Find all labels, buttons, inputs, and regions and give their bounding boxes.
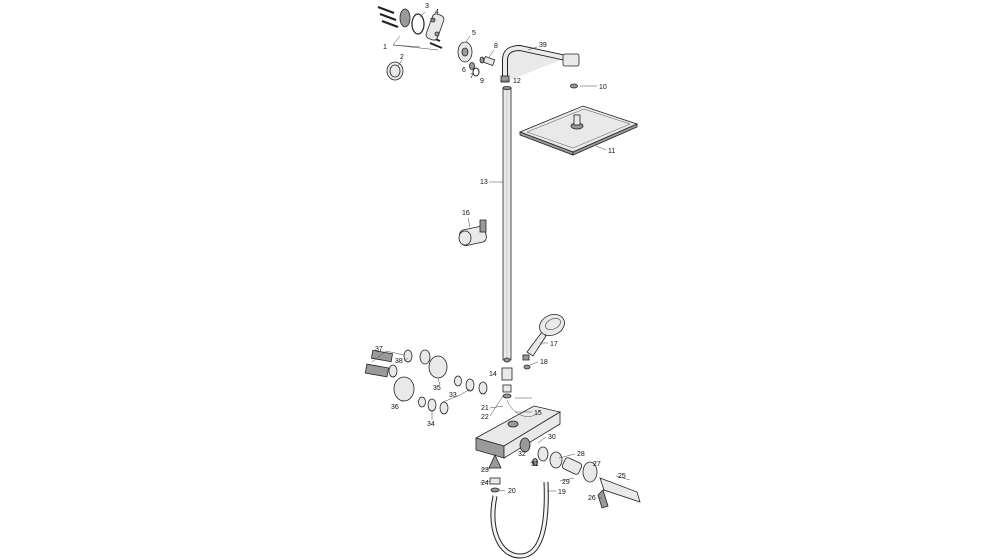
label-39: 39: [539, 42, 547, 49]
pipe-fitting: [482, 55, 496, 67]
small-nut: [469, 62, 475, 70]
label-38: 38: [395, 358, 403, 365]
label-21: 21: [481, 405, 489, 412]
label-19: 19: [558, 489, 566, 496]
label-28: 28: [577, 451, 585, 458]
small-ring: [472, 67, 480, 77]
label-14: 14: [489, 371, 497, 378]
mounting-plate: [425, 13, 445, 41]
label-10: 10: [599, 84, 607, 91]
washer-ring: [399, 8, 411, 28]
label-2: 2: [400, 54, 404, 61]
hand-shower: [522, 314, 565, 361]
label-16: 16: [462, 210, 470, 217]
label-7: 7: [470, 73, 474, 80]
label-35: 35: [433, 385, 441, 392]
label-24: 24: [481, 480, 489, 487]
label-29: 29: [562, 479, 570, 486]
label-31: 31: [531, 461, 539, 468]
cover-cap: [386, 61, 404, 81]
label-15: 15: [534, 410, 542, 417]
label-17: 17: [550, 341, 558, 348]
thermostat-body: [474, 405, 562, 459]
part-number-labels: 1 2 3 4 5 6 7 8 9 10 11 12 13 14 15 16 1…: [375, 3, 626, 502]
label-5: 5: [472, 30, 476, 37]
label-37: 37: [375, 346, 383, 353]
riser-rail: [502, 86, 512, 361]
label-20: 20: [508, 488, 516, 495]
label-13: 13: [480, 179, 488, 186]
rail-fittings: [501, 357, 531, 399]
wall-mount-top: [377, 5, 496, 81]
label-8: 8: [494, 43, 498, 50]
lower-outlet-and-hose: [488, 454, 549, 559]
overhead-shower: [518, 105, 639, 156]
label-36: 36: [391, 404, 399, 411]
label-34: 34: [427, 421, 435, 428]
right-control-parts: [519, 437, 641, 509]
label-23: 23: [481, 467, 489, 474]
label-33: 33: [449, 392, 457, 399]
shower-arm: [500, 44, 580, 89]
label-32: 32: [518, 451, 526, 458]
label-30: 30: [548, 434, 556, 441]
o-ring-part: [411, 13, 425, 35]
label-4: 4: [435, 9, 439, 16]
label-11: 11: [608, 148, 615, 155]
label-26: 26: [588, 495, 596, 502]
label-25: 25: [618, 473, 626, 480]
label-3: 3: [425, 3, 429, 10]
label-18: 18: [540, 359, 548, 366]
label-1: 1: [383, 44, 387, 51]
label-9: 9: [480, 78, 484, 85]
label-6: 6: [462, 67, 466, 74]
label-22: 22: [481, 414, 489, 421]
arm-connector: [562, 53, 580, 67]
label-27: 27: [593, 461, 601, 468]
label-12: 12: [513, 78, 521, 85]
slider-holder: [458, 219, 487, 246]
arm-seal: [570, 83, 578, 89]
leader-lines: [371, 11, 631, 499]
left-connection-parts: [364, 349, 488, 415]
